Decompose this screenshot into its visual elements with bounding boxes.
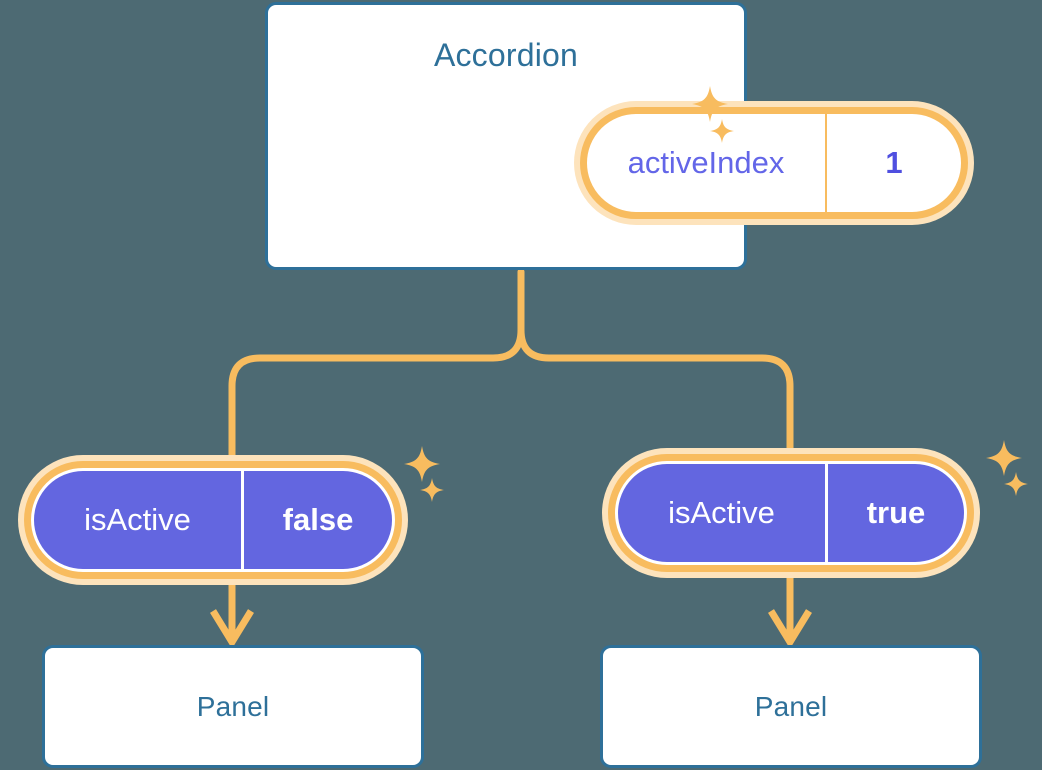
arrow-down-icon-right xyxy=(768,609,812,649)
prop-badge-body: isActive true xyxy=(608,454,974,572)
prop-badge-is-active-right[interactable]: isActive true xyxy=(602,448,980,578)
connector-root-to-left xyxy=(228,268,525,474)
prop-value-label: true xyxy=(866,495,926,530)
prop-badge-is-active-left[interactable]: isActive false xyxy=(18,455,408,585)
sparkle-icon xyxy=(986,440,1022,476)
sparkle-icon xyxy=(1004,472,1028,496)
connector-root-to-right xyxy=(517,268,794,466)
sparkle-icon xyxy=(404,446,440,482)
prop-badge-inner: isActive false xyxy=(34,471,392,569)
prop-badge-active-index[interactable]: activeIndex 1 xyxy=(574,101,974,225)
page-title: Accordion xyxy=(433,37,579,73)
panel-title: Panel xyxy=(754,690,828,722)
arrow-down-icon-left xyxy=(210,609,254,649)
prop-badge-inner: isActive true xyxy=(618,464,964,562)
prop-value-label: 1 xyxy=(885,145,903,180)
prop-badge-body: isActive false xyxy=(24,461,402,579)
prop-badge-body: activeIndex 1 xyxy=(580,107,968,219)
prop-value-label: false xyxy=(282,502,354,537)
sparkle-icon xyxy=(420,478,444,502)
panel-node-card-right[interactable]: Panel xyxy=(600,645,982,768)
accordion-node-card[interactable]: Accordion activeIndex 1 xyxy=(265,2,974,270)
prop-key-label: activeIndex xyxy=(587,114,827,212)
prop-key-label: isActive xyxy=(618,464,828,562)
panel-node-card-left[interactable]: Panel xyxy=(42,645,424,768)
prop-key-label: isActive xyxy=(34,471,244,569)
panel-title: Panel xyxy=(196,690,270,722)
